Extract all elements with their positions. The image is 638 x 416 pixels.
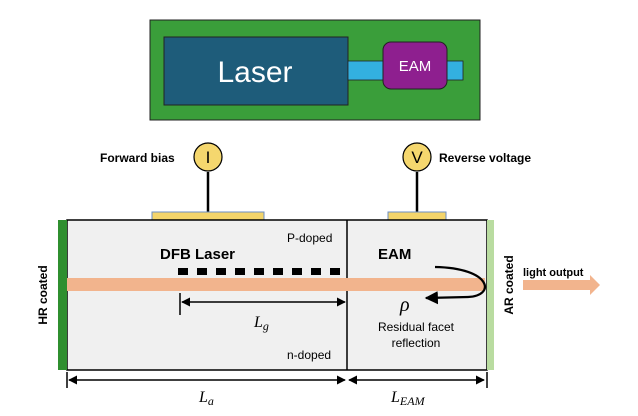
residual-facet-line2: reflection <box>392 336 441 350</box>
forward-bias-label: Forward bias <box>100 151 175 165</box>
light-output-arrow <box>523 275 600 295</box>
dfb-grating <box>178 268 340 275</box>
n-doped-label: n-doped <box>287 348 331 362</box>
ar-coated-label: AR coated <box>502 255 516 314</box>
p-doped-label: P-doped <box>287 231 332 245</box>
current-meter <box>193 142 223 172</box>
hr-coated-label: HR coated <box>36 265 50 324</box>
light-output-label: light output <box>523 267 584 279</box>
chip-body <box>66 219 488 371</box>
voltage-meter-symbol: V <box>411 148 423 167</box>
current-meter-symbol: I <box>206 148 211 167</box>
reverse-voltage-label: Reverse voltage <box>439 151 531 165</box>
laser-label: Laser <box>217 56 292 89</box>
leam-label: LEAM <box>390 389 426 408</box>
rho-symbol: ρ <box>399 294 410 316</box>
dfb-laser-label: DFB Laser <box>160 246 235 263</box>
top-schematic: Laser EAM <box>149 19 481 121</box>
reflection-arrow <box>424 265 486 305</box>
laser-block <box>163 36 349 106</box>
eam-contact-pad <box>387 211 447 221</box>
optical-beam <box>67 278 485 291</box>
eam-label: EAM <box>378 246 411 263</box>
ar-coating <box>487 220 494 370</box>
eam-label-top: EAM <box>399 58 432 75</box>
laser-contact-pad <box>151 211 265 221</box>
voltage-meter <box>402 142 432 172</box>
hr-coating <box>58 220 67 370</box>
eam-block <box>382 41 448 90</box>
residual-facet-line1: Residual facet <box>378 320 455 334</box>
lg-label: Lg <box>253 314 269 333</box>
la-label: La <box>198 389 214 408</box>
